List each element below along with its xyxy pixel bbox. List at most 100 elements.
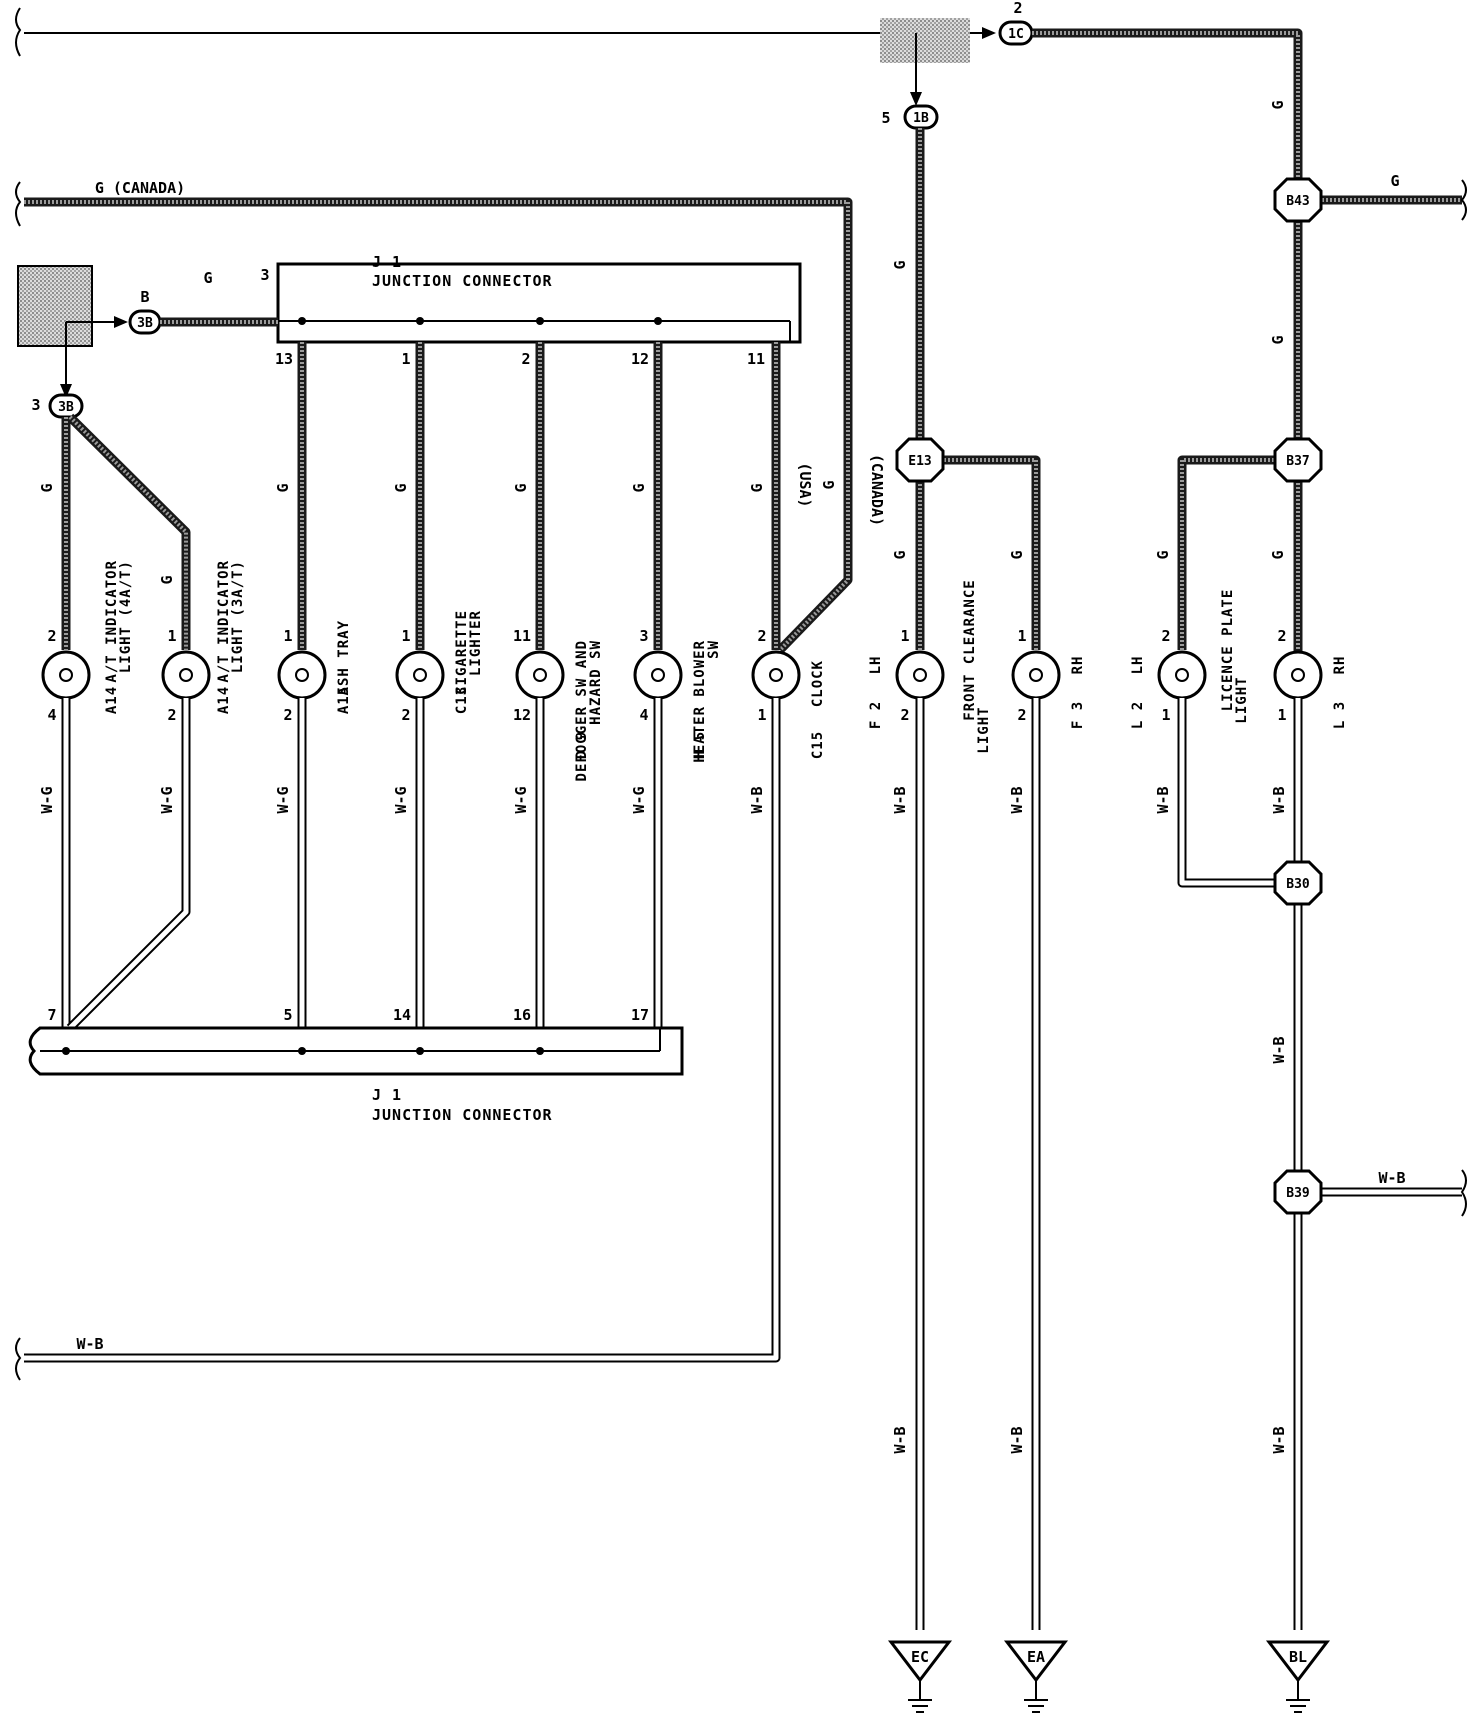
lamp-c13: 1 2 CIGARETTE LIGHTER C13: [395, 610, 484, 724]
svg-text:G: G: [1154, 550, 1172, 559]
svg-text:RH: RH: [1070, 656, 1086, 675]
svg-text:1: 1: [167, 627, 176, 645]
svg-text:2: 2: [757, 627, 766, 645]
splice-b37: B37: [1273, 437, 1323, 483]
ground-ea: EA: [1003, 1640, 1069, 1713]
svg-text:2: 2: [47, 627, 56, 645]
svg-text:H 5: H 5: [692, 731, 708, 759]
ground-ec: EC: [887, 1640, 953, 1713]
wire-g-canada: [24, 197, 853, 654]
svg-text:EC: EC: [911, 1648, 929, 1666]
svg-text:G: G: [748, 483, 766, 492]
svg-text:1: 1: [401, 350, 410, 368]
svg-text:W-G: W-G: [630, 786, 648, 813]
lamp-a15: 1 2 ASH TRAY A15: [277, 620, 352, 724]
svg-text:3: 3: [260, 266, 269, 284]
svg-text:16: 16: [513, 1006, 531, 1024]
svg-text:14: 14: [393, 1006, 411, 1024]
svg-text:W-B: W-B: [1008, 1426, 1026, 1453]
svg-text:B39: B39: [1286, 1186, 1309, 1201]
svg-text:2: 2: [900, 706, 909, 724]
label-a14a-desc: A/T INDICATOR: [104, 560, 120, 683]
svg-text:12: 12: [513, 706, 531, 724]
svg-text:G: G: [274, 483, 292, 492]
connector-3b-label: 3B: [58, 400, 74, 415]
svg-text:HAZARD SW: HAZARD SW: [588, 640, 604, 725]
svg-text:SW: SW: [706, 640, 722, 659]
svg-text:W-B: W-B: [1008, 786, 1026, 813]
svg-text:B30: B30: [1286, 877, 1310, 892]
svg-text:G: G: [203, 269, 212, 287]
svg-text:3: 3: [31, 396, 40, 414]
svg-text:LIGHTER: LIGHTER: [468, 610, 484, 676]
svg-text:2: 2: [521, 350, 530, 368]
svg-text:1: 1: [900, 627, 909, 645]
svg-text:A14: A14: [216, 686, 232, 714]
svg-text:1: 1: [1017, 627, 1026, 645]
svg-text:7: 7: [47, 1006, 56, 1024]
svg-text:1: 1: [1277, 706, 1286, 724]
lamp-a14b: 1 2 A/T INDICATOR LIGHT (3A/T) A14: [161, 560, 246, 724]
svg-text:LIGHT: LIGHT: [1234, 676, 1250, 723]
svg-text:A/T INDICATOR: A/T INDICATOR: [216, 560, 232, 683]
svg-text:F 3: F 3: [1070, 701, 1086, 729]
svg-text:G: G: [891, 260, 909, 269]
splice-e13: E13: [895, 437, 945, 483]
svg-text:1: 1: [283, 627, 292, 645]
j1-top: J 1 JUNCTION CONNECTOR 3: [260, 253, 802, 344]
svg-text:4: 4: [639, 706, 648, 724]
svg-text:W-B: W-B: [1270, 786, 1288, 813]
svg-text:W-B: W-B: [1270, 1036, 1288, 1063]
svg-text:C13: C13: [454, 686, 470, 714]
svg-text:G: G: [38, 483, 56, 492]
svg-text:G: G: [891, 550, 909, 559]
lamp-d9: 11 12 DEFOGGER SW AND HAZARD SW D 9: [513, 627, 604, 781]
lamp-f3: 1 2 RH F 3: [1011, 627, 1086, 729]
svg-text:2: 2: [401, 706, 410, 724]
svg-text:12: 12: [631, 350, 649, 368]
svg-text:CIGARETTE: CIGARETTE: [454, 610, 470, 695]
svg-text:G: G: [158, 575, 176, 584]
connector-1b-pin: 5: [881, 109, 890, 127]
svg-text:W-G: W-G: [274, 786, 292, 813]
svg-text:B: B: [140, 288, 149, 306]
svg-text:CLOCK: CLOCK: [810, 660, 826, 707]
svg-text:A15: A15: [336, 686, 352, 714]
svg-text:2: 2: [1161, 627, 1170, 645]
splice-b30: B30: [1273, 860, 1323, 906]
svg-text:LIGHT: LIGHT: [976, 706, 992, 753]
svg-text:DEFOGGER SW AND: DEFOGGER SW AND: [574, 640, 590, 781]
wire-g-a14b: [66, 413, 191, 650]
svg-text:LIGHT (4A/T): LIGHT (4A/T): [118, 560, 134, 673]
ground-bl: BL: [1265, 1640, 1331, 1713]
j1-top-subtitle: JUNCTION CONNECTOR: [372, 272, 553, 290]
svg-text:2: 2: [167, 706, 176, 724]
svg-text:D 9: D 9: [574, 731, 590, 759]
svg-text:G: G: [1269, 100, 1287, 109]
svg-text:W-B: W-B: [748, 786, 766, 813]
label-front-clearance: FRONT CLEARANCE: [962, 579, 978, 720]
lamp-h5: 3 4 HEATER BLOWER SW H 5: [633, 627, 722, 763]
connector-1c: 1C 2: [998, 0, 1034, 46]
top-harness: [15, 7, 996, 63]
svg-text:4: 4: [47, 706, 56, 724]
svg-text:BL: BL: [1289, 1648, 1307, 1666]
label-g-canada: G (CANADA): [95, 179, 185, 197]
j1-bottom-name: J 1: [372, 1086, 402, 1104]
lamp-l2: 2 1 LH L 2: [1130, 627, 1207, 729]
svg-text:B37: B37: [1286, 454, 1309, 469]
svg-text:G: G: [1008, 550, 1026, 559]
splice-b39: B39: [1273, 1169, 1323, 1215]
svg-text:W-B: W-B: [1270, 1426, 1288, 1453]
svg-text:LIGHT (3A/T): LIGHT (3A/T): [230, 560, 246, 673]
j1-bottom: 7 5 14 16 17 J 1 JUNCTION CONNECTOR: [28, 1006, 684, 1124]
svg-text:RH: RH: [1332, 656, 1348, 675]
connector-1c-pin: 2: [1013, 0, 1022, 17]
lamp-c15: 2 1 CLOCK C15: [751, 627, 826, 759]
j1-top-name: J 1: [372, 253, 402, 271]
svg-text:EA: EA: [1027, 1648, 1045, 1666]
j1-outputs: [298, 317, 662, 325]
svg-text:E13: E13: [908, 454, 931, 469]
svg-text:G: G: [1269, 550, 1287, 559]
svg-text:G: G: [630, 483, 648, 492]
